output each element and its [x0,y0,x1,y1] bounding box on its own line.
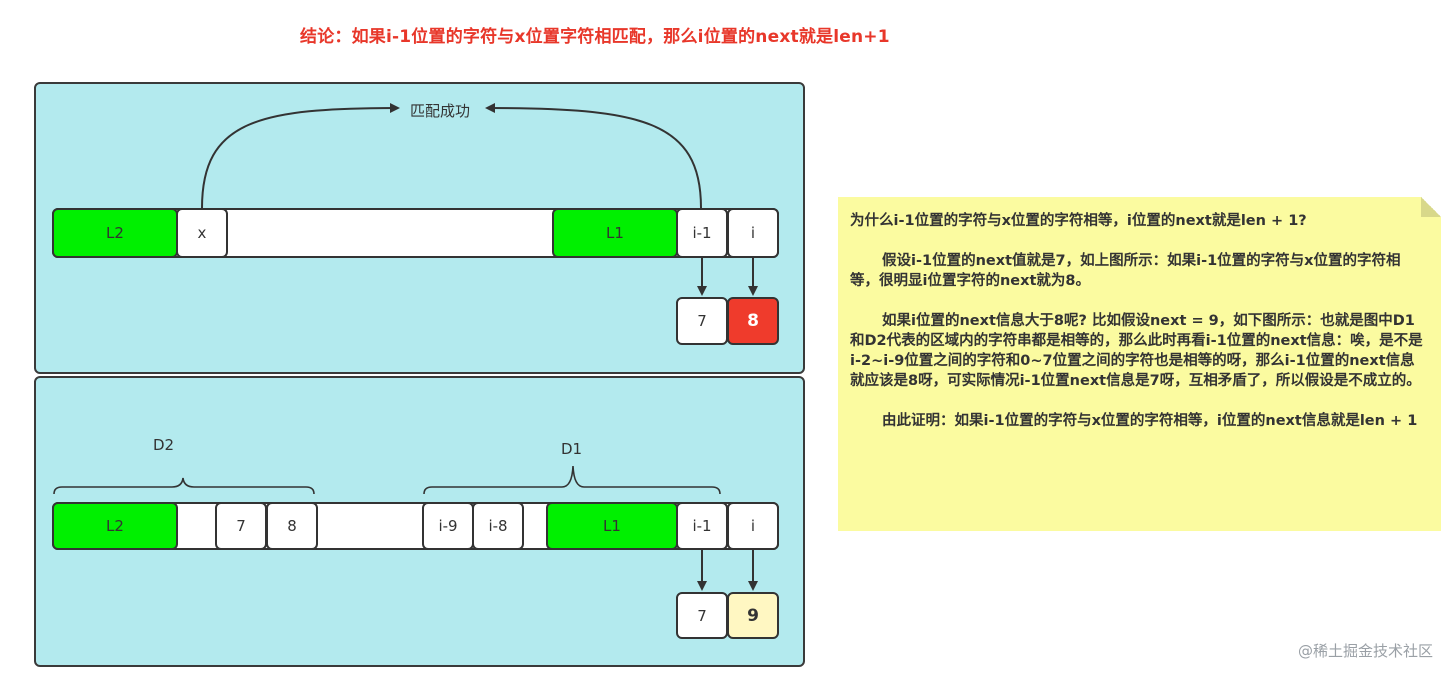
bottom-cell-i-minus-8: i-8 [472,502,524,550]
note-para-2: 如果i位置的next信息大于8呢? 比如假设next = 9，如下图所示：也就是… [850,311,1425,391]
note-para-1: 假设i-1位置的next值就是7，如上图所示：如果i-1位置的字符与x位置的字符… [850,251,1425,291]
bottom-cell-i: i [727,502,779,550]
note-para-2-text: 如果i位置的next信息大于8呢? 比如假设next = 9，如下图所示：也就是… [850,313,1423,389]
d2-brace [53,477,315,495]
top-cell-i: i [727,208,779,258]
bottom-result-next: 9 [727,592,779,639]
match-arc-right [485,103,702,209]
bottom-cell-i-minus-1: i-1 [676,502,728,550]
match-success-label: 匹配成功 [410,102,471,120]
d1-brace [423,465,721,495]
watermark: @稀土掘金技术社区 [1297,642,1433,660]
note-para-3-text: 由此证明：如果i-1位置的字符与x位置的字符相等，i位置的next信息就是len… [882,413,1418,429]
bottom-cell-i-minus-9: i-9 [422,502,474,550]
note-folded-corner [1421,197,1441,217]
note-question: 为什么i-1位置的字符与x位置的字符相等，i位置的next就是len + 1? [850,213,1307,229]
bottom-cell-l2: L2 [52,502,178,550]
bottom-result-prev-next: 7 [676,592,728,639]
top-result-next: 8 [727,297,779,345]
d1-label: D1 [561,440,583,458]
note-para-3: 由此证明：如果i-1位置的字符与x位置的字符相等，i位置的next信息就是len… [850,411,1425,431]
top-cell-x: x [176,208,228,258]
bottom-cell-8: 8 [266,502,318,550]
note-text: 为什么i-1位置的字符与x位置的字符相等，i位置的next就是len + 1? … [850,211,1425,451]
explanation-note: 为什么i-1位置的字符与x位置的字符相等，i位置的next就是len + 1? … [838,197,1441,531]
note-para-1-text: 假设i-1位置的next值就是7，如上图所示：如果i-1位置的字符与x位置的字符… [850,253,1401,289]
match-arc-left [201,103,400,209]
bottom-cell-l1: L1 [546,502,678,550]
conclusion-title: 结论：如果i-1位置的字符与x位置字符相匹配，那么i位置的next就是len+1 [300,27,890,47]
d2-label: D2 [153,436,175,454]
